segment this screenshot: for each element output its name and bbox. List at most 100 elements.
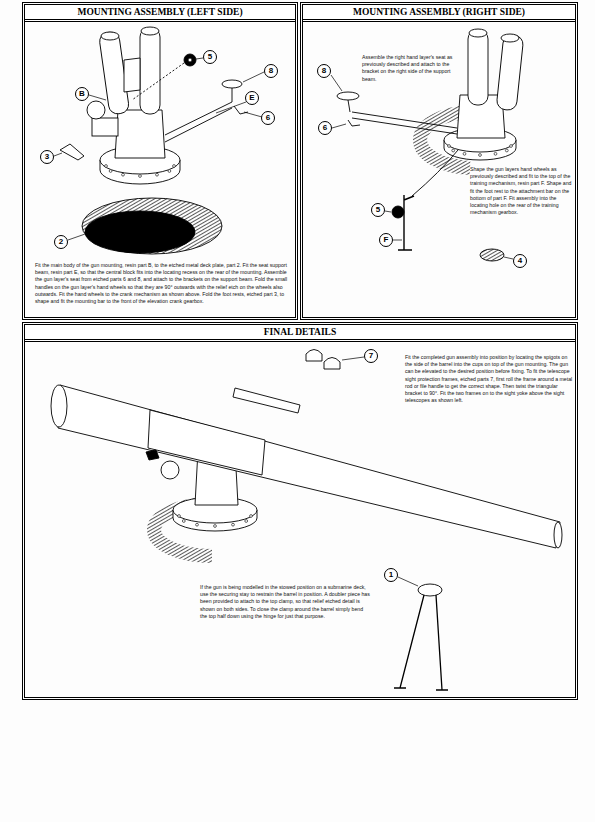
- bolt-ring-part: [139, 175, 142, 178]
- instruction-panel: MOUNTING ASSEMBLY (RIGHT SIDE) Assemble t…: [300, 2, 578, 320]
- callout-number: F: [379, 233, 393, 247]
- left-mount: [54, 27, 264, 254]
- bolt-ring-part: [494, 152, 497, 155]
- left-mount-part: [101, 32, 119, 40]
- bolt-ring-part: [452, 149, 455, 152]
- panel-title: MOUNTING ASSEMBLY (RIGHT SIDE): [353, 7, 525, 17]
- bolt-ring-part: [173, 165, 176, 168]
- right-mount-part: [501, 34, 519, 42]
- bolt-ring-part: [505, 149, 508, 152]
- callout-label: 1: [389, 571, 393, 579]
- bolt-ring-part: [214, 525, 217, 528]
- bolt-ring: [178, 515, 253, 528]
- final-gun-part: [233, 388, 300, 413]
- left-mount-part: [85, 211, 195, 253]
- bolt-ring: [448, 145, 513, 157]
- panel-header: FINAL DETAILS: [25, 325, 575, 342]
- bolt-ring-part: [182, 520, 185, 523]
- left-mount-part: [132, 63, 184, 100]
- right-mount-part: [412, 150, 458, 196]
- callout-label: F: [384, 236, 389, 244]
- final-gun-part: [161, 461, 179, 479]
- callout-label: 3: [45, 153, 49, 161]
- final-gun-part: [394, 595, 448, 690]
- callout-label: E: [249, 94, 254, 102]
- bolt-ring-part: [448, 145, 451, 148]
- bolt-ring-part: [196, 523, 199, 526]
- left-mount-part: [184, 54, 196, 66]
- final-gun-part: [306, 350, 340, 370]
- left-mount-part: [232, 88, 233, 102]
- callout-number: 1: [384, 568, 398, 582]
- callout-label: 8: [322, 67, 326, 75]
- left-mount-part: [82, 198, 222, 254]
- callout-number: B: [75, 87, 89, 101]
- callout-number: 5: [371, 203, 385, 217]
- instruction-text: Fit the main body of the gun mounting, r…: [35, 262, 290, 305]
- instruction-text: Shape the gun layers hand wheels as prev…: [470, 166, 574, 216]
- callout-label: 7: [369, 352, 373, 360]
- left-mount-part: [124, 58, 140, 92]
- callout-label: 5: [208, 53, 212, 61]
- panel-title: MOUNTING ASSEMBLY (LEFT SIDE): [77, 7, 242, 17]
- bolt-ring-part: [178, 515, 181, 518]
- panel-header: MOUNTING ASSEMBLY (LEFT SIDE): [25, 5, 295, 22]
- callout-label: 5: [376, 206, 380, 214]
- bolt-ring-part: [156, 173, 159, 176]
- left-mount-part: [87, 101, 105, 119]
- right-mount-part: [496, 34, 524, 111]
- bolt-ring-part: [463, 152, 466, 155]
- final-gun-part: [51, 385, 67, 427]
- left-mount-part: [60, 144, 84, 160]
- right-mount-part: [468, 30, 488, 105]
- panel-header: MOUNTING ASSEMBLY (RIGHT SIDE): [303, 5, 575, 22]
- bolt-ring: [105, 165, 176, 178]
- callout-number: 5: [203, 50, 217, 64]
- left-mount-part: [92, 118, 118, 136]
- callout-number: E: [245, 91, 259, 105]
- callout-number: 6: [318, 121, 332, 135]
- bolt-ring-part: [105, 165, 108, 168]
- right-mount-part: [392, 206, 404, 218]
- bolt-ring-part: [109, 170, 112, 173]
- bolt-ring-part: [168, 170, 171, 173]
- callout-number: 4: [513, 254, 527, 268]
- instruction-text: If the gun is being modelled in the stow…: [200, 584, 370, 620]
- left-mount-part: [141, 27, 159, 35]
- right-mount-part: [469, 29, 487, 37]
- bolt-ring-part: [245, 520, 248, 523]
- panel-title: FINAL DETAILS: [264, 327, 336, 337]
- callout-number: 8: [317, 64, 331, 78]
- callout-label: 2: [59, 238, 63, 246]
- right-mount-part: [337, 92, 359, 100]
- callout-label: 6: [266, 114, 270, 122]
- callout-label: 8: [269, 67, 273, 75]
- left-mount-part: [140, 28, 160, 114]
- callout-label: B: [79, 90, 85, 98]
- bolt-ring-part: [250, 515, 253, 518]
- bolt-ring-part: [510, 145, 513, 148]
- left-mount-part: [115, 110, 165, 158]
- bolt-ring-part: [122, 173, 125, 176]
- left-mount-part: [222, 80, 242, 88]
- right-mount-part: [398, 195, 414, 250]
- final-gun: [51, 350, 562, 691]
- left-mount-part: [54, 58, 264, 240]
- callout-number: 8: [264, 64, 278, 78]
- right-mount: [331, 29, 524, 261]
- callout-label: 4: [518, 257, 522, 265]
- final-gun-part: [554, 522, 562, 548]
- final-gun-part: [146, 450, 159, 460]
- callout-label: 6: [323, 124, 327, 132]
- left-mount-part: [188, 58, 192, 62]
- callout-number: 6: [261, 111, 275, 125]
- bolt-ring-part: [232, 523, 235, 526]
- instruction-panel: MOUNTING ASSEMBLY (LEFT SIDE) Fit the mai…: [22, 2, 298, 320]
- callout-number: 2: [54, 235, 68, 249]
- instruction-text: Assemble the right hand layer's seat as …: [362, 54, 466, 83]
- left-mount-part: [165, 102, 232, 142]
- final-gun-part: [58, 385, 560, 548]
- callout-number: 7: [364, 349, 378, 363]
- final-gun-part: [418, 584, 442, 596]
